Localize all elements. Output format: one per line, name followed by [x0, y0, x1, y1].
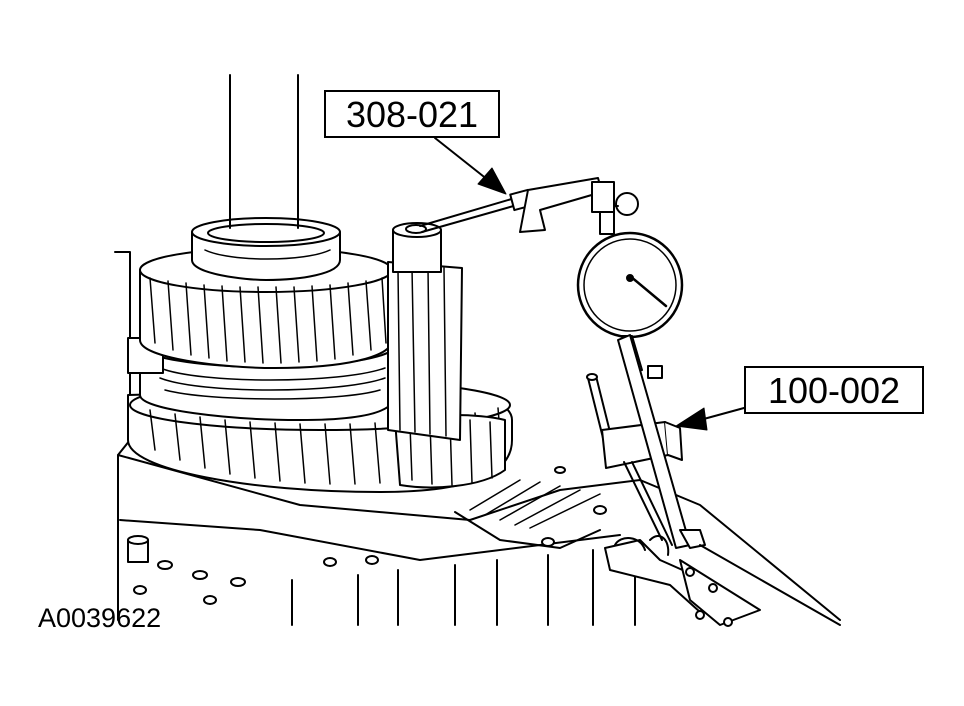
tool-callout-label: 308-021 [345, 94, 479, 135]
tool-callout-100-002: 100-002 [744, 366, 924, 414]
callout-leaders [434, 137, 745, 431]
countershaft-gear [387, 222, 463, 441]
dial-holder-100-002 [586, 334, 841, 627]
shaft-bearing [191, 217, 341, 281]
tool-callout-label: 100-002 [767, 370, 901, 411]
figure-id: A0039622 [38, 603, 162, 633]
tool-callout-308-021: 308-021 [324, 90, 500, 138]
press-shaft [229, 74, 299, 229]
